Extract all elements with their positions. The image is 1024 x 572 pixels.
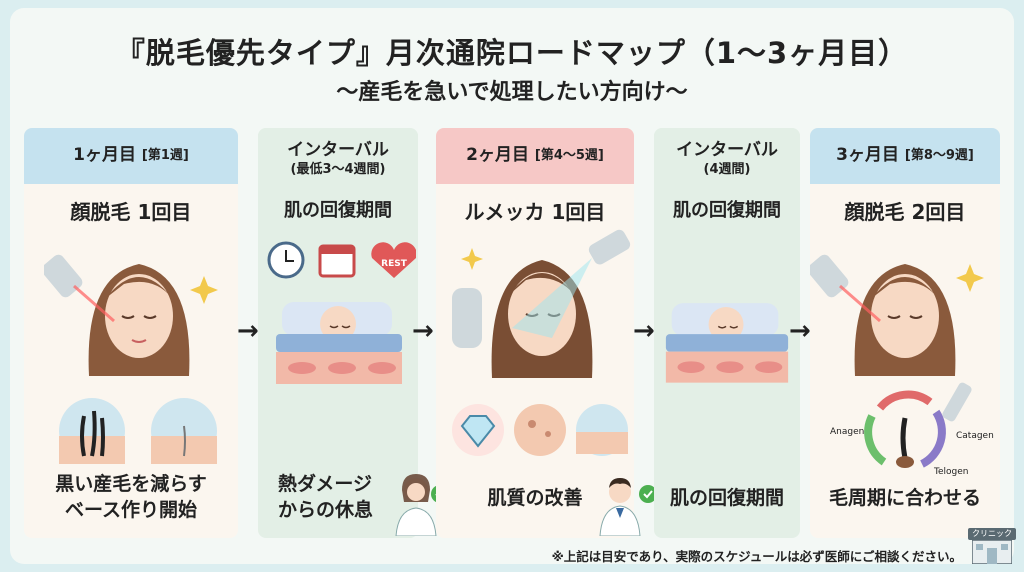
month-3-card: 3ヶ月目 [第8〜9週] 顔脱毛 2回目 Anagen Catagen Telo…	[810, 128, 1000, 538]
month-2-caption: 肌質の改善	[436, 486, 634, 512]
month-1-header: 1ヶ月目 [第1週]	[24, 128, 238, 184]
month-2-card: 2ヶ月目 [第4〜5週] ルメッカ 1回目 肌質の改善	[436, 128, 634, 538]
arrow-icon: →	[789, 316, 811, 346]
month-1-treatment: 顔脱毛 1回目	[70, 200, 192, 224]
month-2-header: 2ヶ月目 [第4〜5週]	[436, 128, 634, 184]
anagen-label: Anagen	[830, 427, 864, 437]
hair-cycle-diagram: Anagen Catagen Telogen	[830, 382, 994, 477]
interval-1-header: インターバル (最低3〜4週間)	[258, 128, 418, 184]
month-1-caption-line-2: ベース作り開始	[64, 498, 198, 521]
face-laser-illustration	[44, 254, 218, 376]
clinic-building-icon: クリニック	[968, 528, 1016, 564]
skin-quality-icons	[452, 404, 628, 456]
sleeping-baby-illustration	[276, 302, 402, 384]
face-light-illustration	[452, 229, 631, 378]
interval-2-caption-line-1: 肌の回復期間	[669, 487, 784, 509]
interval-1-caption-line-1: 熱ダメージ	[278, 473, 373, 495]
interval-1-duration: (最低3〜4週間)	[290, 161, 386, 177]
catagen-label: Catagen	[956, 431, 994, 441]
hair-follicle-icons	[59, 398, 217, 464]
telogen-label: Telogen	[933, 467, 968, 477]
face-laser-illustration	[810, 254, 984, 376]
month-1-week: [第1週]	[141, 147, 189, 163]
rest-heart-label: REST	[381, 259, 408, 269]
clinic-sign: クリニック	[968, 528, 1016, 540]
disclaimer-note: ※上記は目安であり、実際のスケジュールは必ず医師にご相談ください。	[551, 549, 962, 564]
interval-2-duration: (4週間)	[703, 161, 751, 177]
month-3-caption-line-1: 毛周期に合わせる	[828, 487, 981, 509]
clock-calendar-rest-icons: REST	[267, 241, 416, 279]
month-1-card: 1ヶ月目 [第1週] 顔脱毛 1回目 黒い産毛を減らす ベース作り開始	[24, 128, 238, 538]
month-3-label: 3ヶ月目	[836, 145, 899, 166]
month-3-treatment: 顔脱毛 2回目	[844, 200, 966, 224]
sleeping-baby-illustration	[665, 303, 789, 383]
interval-2-header: インターバル (4週間)	[654, 128, 800, 184]
interval-2-label: インターバル	[676, 140, 778, 161]
month-1-caption-line-1: 黒い産毛を減らす	[55, 473, 207, 495]
interval-1-card: インターバル (最低3〜4週間) 肌の回復期間 REST 熱ダメージ からの休息	[258, 128, 418, 538]
month-2-caption-line-1: 肌質の改善	[487, 487, 583, 509]
arrow-icon: →	[237, 316, 259, 346]
page-subtitle: 〜産毛を急いで処理したい方向け〜	[336, 80, 688, 105]
month-1-caption: 黒い産毛を減らす ベース作り開始	[24, 472, 238, 523]
interval-1-caption-line-2: からの休息	[278, 498, 374, 521]
month-1-label: 1ヶ月目	[73, 145, 136, 166]
month-2-label: 2ヶ月目	[466, 145, 529, 166]
month-3-header: 3ヶ月目 [第8〜9週]	[810, 128, 1000, 184]
month-3-caption: 毛周期に合わせる	[810, 486, 1000, 512]
arrow-icon: →	[412, 316, 434, 346]
month-3-week: [第8〜9週]	[904, 147, 974, 163]
month-2-week: [第4〜5週]	[534, 147, 604, 163]
month-2-treatment: ルメッカ 1回目	[464, 200, 606, 224]
interval-1-label: インターバル	[287, 140, 389, 161]
interval-2-caption: 肌の回復期間	[654, 486, 800, 512]
interval-2-card: インターバル (4週間) 肌の回復期間 肌の回復期間	[654, 128, 800, 538]
interval-1-caption: 熱ダメージ からの休息	[258, 472, 418, 523]
interval-2-treatment: 肌の回復期間	[673, 200, 781, 221]
doctor-man-icon	[599, 478, 657, 536]
interval-1-treatment: 肌の回復期間	[284, 200, 392, 221]
page-title: 『脱毛優先タイプ』月次通院ロードマップ（1〜3ヶ月目）	[115, 36, 909, 70]
arrow-icon: →	[633, 316, 655, 346]
doctor-woman-icon	[395, 474, 449, 536]
